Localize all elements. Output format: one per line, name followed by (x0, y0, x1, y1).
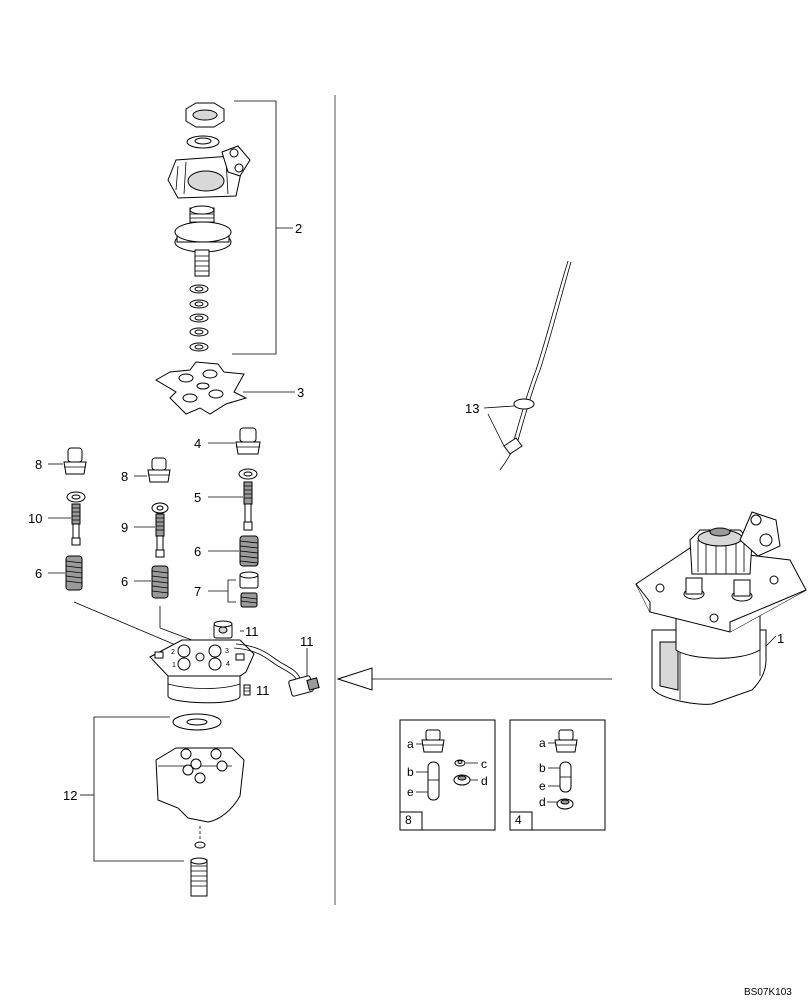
part-7-bracket (227, 579, 236, 603)
part-3-gasket (155, 361, 248, 415)
port-number-3: 3 (225, 648, 229, 655)
detail-8-id: 8 (405, 813, 412, 827)
part-1-leader (765, 635, 777, 647)
callout-2: 2 (295, 221, 302, 236)
detail-8-e: e (407, 785, 414, 799)
wire-harness-2 (233, 647, 299, 683)
callout-11c: 11 (300, 634, 314, 649)
callout-6b: 6 (121, 574, 128, 589)
detail-4-id: 4 (515, 813, 522, 827)
callout-7: 7 (194, 584, 201, 599)
part-13-leaders (483, 405, 515, 447)
part-13-cable-tie (499, 260, 572, 471)
part-5-plunger (238, 468, 258, 531)
detail-4-leaders (547, 742, 560, 803)
detail-8-b: b (407, 765, 414, 779)
port-number-1: 1 (172, 662, 176, 669)
part-12-lower-body (155, 713, 245, 897)
detail-8-c: c (481, 757, 487, 771)
part-12-bracket (93, 716, 184, 862)
callout-10: 10 (28, 511, 42, 526)
valve-body-top (149, 620, 255, 704)
detail-4-d: d (539, 795, 546, 809)
callout-6c: 6 (194, 544, 201, 559)
part-9-plunger (151, 502, 169, 558)
wire-harness (235, 643, 301, 679)
callout-1: 1 (777, 631, 784, 646)
view-arrow-head (336, 667, 373, 691)
part-6-spring-right (239, 535, 259, 567)
guide-line-left (73, 601, 179, 647)
callout-12: 12 (63, 788, 77, 803)
part-2-bracket (232, 100, 277, 355)
detail-box-8 (399, 719, 496, 831)
part-4-plug (235, 427, 261, 455)
callout-5: 5 (194, 490, 201, 505)
callout-11b: 11 (256, 683, 270, 698)
callout-11a: 11 (245, 624, 259, 639)
part-2-assembly (167, 102, 251, 352)
part-8b-plug (147, 457, 171, 483)
callout-4: 4 (194, 436, 201, 451)
part-6-spring-left (65, 555, 83, 591)
detail-4-a: a (539, 736, 546, 750)
part-10-plunger (66, 491, 86, 546)
port-number-2: 2 (171, 649, 175, 656)
callout-8a: 8 (35, 457, 42, 472)
part-7-spring-seat (239, 571, 259, 608)
electrical-connector (288, 675, 320, 697)
callout-9: 9 (121, 520, 128, 535)
drawing-code: BS07K103 (744, 987, 792, 998)
callout-8b: 8 (121, 469, 128, 484)
part-6-spring-middle (151, 565, 169, 599)
detail-4-b: b (539, 761, 546, 775)
detail-8-a: a (407, 737, 414, 751)
detail-4-e: e (539, 779, 546, 793)
part-8a-plug (63, 447, 87, 475)
detail-8-d: d (481, 774, 488, 788)
callout-13: 13 (465, 401, 479, 416)
callout-3: 3 (297, 385, 304, 400)
part-1-pilot-valve (635, 511, 807, 705)
detail-box-4 (509, 719, 606, 831)
callout-6a: 6 (35, 566, 42, 581)
detail-8-leaders (416, 743, 478, 793)
guide-line-mid-2 (159, 627, 193, 641)
port-number-4: 4 (226, 661, 230, 668)
